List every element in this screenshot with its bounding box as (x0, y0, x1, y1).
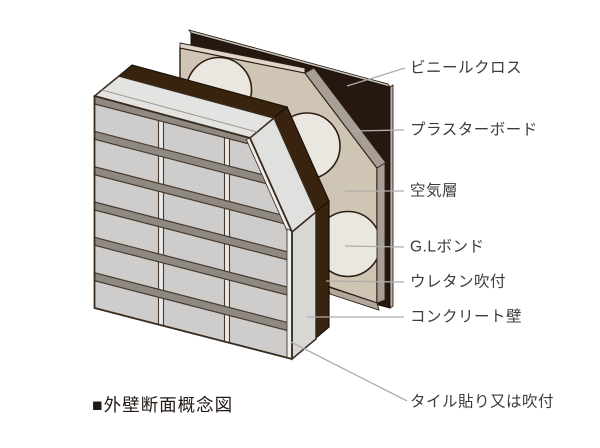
label-air-layer: 空気層 (410, 182, 458, 200)
vinyl-cloth-right-edge (389, 84, 394, 309)
tile-bevel (94, 236, 292, 298)
tile-concrete-top-seam (101, 89, 258, 133)
plasterboard-cut-edge (304, 67, 387, 169)
leader-urethane (325, 280, 405, 283)
leader-tile-or-spray (290, 341, 408, 402)
figure-caption: ■外壁断面概念図 (92, 395, 233, 415)
tile-wall-outline (93, 95, 293, 360)
leader-plasterboard (351, 129, 405, 132)
label-urethane: ウレタン吹付 (410, 273, 506, 291)
tile-bevel (94, 130, 292, 192)
label-plasterboard: プラスターボード (410, 121, 538, 139)
leader-vinyl-cloth (346, 67, 406, 87)
plasterboard-right-edge (376, 162, 386, 304)
layer-labels: ビニールクロス プラスターボード 空気層 G.Lボンド ウレタン吹付 コンクリー… (410, 59, 554, 411)
tile-bevel (94, 201, 292, 262)
tile-finish-layer (94, 96, 292, 359)
concrete-side-face (291, 210, 317, 361)
label-gl-bond: G.Lボンド (410, 238, 484, 256)
label-vinyl-cloth: ビニールクロス (410, 59, 522, 77)
leader-lines (290, 67, 408, 402)
leader-gl-bond (344, 245, 405, 248)
label-concrete-wall: コンクリート壁 (410, 308, 522, 326)
concrete-wall-body (92, 75, 317, 361)
label-tile-or-spray: タイル貼り又は吹付 (410, 393, 554, 411)
tile-row-bevels (94, 96, 292, 333)
tile-bevel (94, 165, 292, 227)
tile-bevel (94, 271, 292, 333)
